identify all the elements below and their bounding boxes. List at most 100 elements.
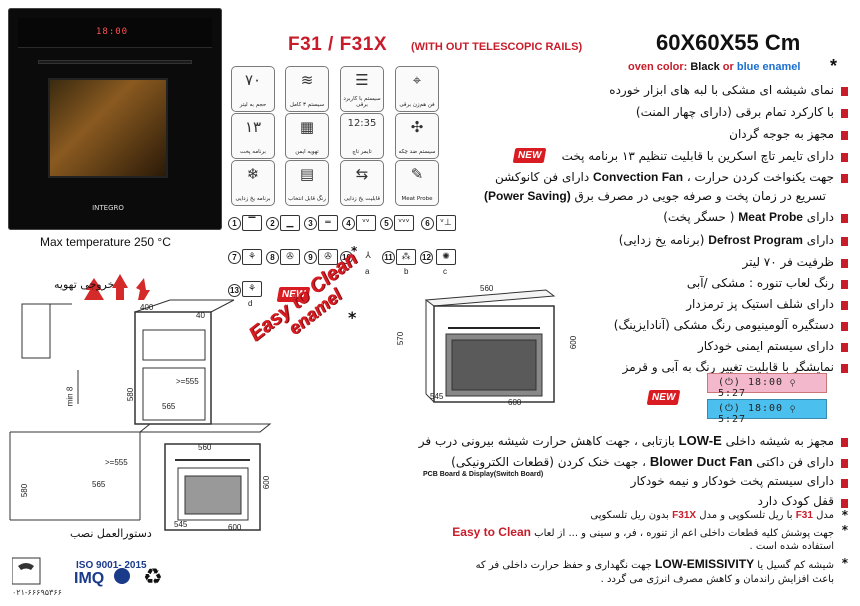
- feature-line: دارای شلف استیک پز ترمزدار: [686, 297, 834, 311]
- feature-line: مجهز به جوجه گردان: [729, 127, 834, 141]
- function-number: 10: [340, 251, 353, 264]
- ecozone-icon: ✣ سیستم ضد چکه: [395, 113, 439, 159]
- feature-line: دارای سیستم ایمنی خودکار: [698, 339, 834, 353]
- dim-label: 560: [480, 284, 494, 293]
- bullet-icon: [841, 87, 848, 96]
- bullet-icon: [841, 479, 848, 488]
- fan-icon: ⇆ قابلیت یخ زدایی: [340, 160, 384, 206]
- programs-glyph: ۱۳: [244, 118, 262, 136]
- bullet-icon: [841, 301, 848, 310]
- function-fan-grill-full-icon: ✺: [436, 249, 456, 265]
- function-sub-label: c: [443, 267, 447, 276]
- dim-label: 565: [162, 402, 176, 411]
- color-or: or: [722, 61, 734, 73]
- dim-label: 545: [174, 520, 188, 529]
- iso-label: ISO 9001- 2015: [76, 560, 147, 571]
- feature-text: ( حسگر پخت): [663, 210, 735, 224]
- feature-icon-label: برنامه یخ زدایی: [235, 196, 271, 202]
- note-line-1: مدل F31 با ریل تلسکوپی و مدل F31X بدون ر…: [590, 510, 834, 521]
- feature-text: دارای فن کانوکشن: [495, 170, 590, 184]
- exhaust-arrow-icon: [136, 278, 150, 300]
- bullet-icon: [841, 131, 848, 140]
- model-note: (WITH OUT TELESCOPIC RAILS): [411, 41, 583, 53]
- feature-icon-label: سیستم ضد چکه: [398, 149, 436, 155]
- feature-text: مجهز به شیشه داخلی: [725, 434, 834, 448]
- feature-text: جهت یکنواخت کردن حرارت ،: [686, 170, 834, 184]
- function-top-heat-icon: ▔: [242, 215, 262, 231]
- display-text: (⏻) 18:00 ⚲ 5:27: [718, 377, 797, 399]
- oven-display-readout: 18:00: [96, 27, 129, 37]
- function-number: 12: [420, 251, 433, 264]
- oven-dimension-diagram: [424, 289, 556, 403]
- function-fan-ring-icon: ✇: [318, 249, 338, 265]
- dim-label: 570: [396, 331, 406, 346]
- note-text: با ریل تلسکوپی و مدل: [699, 510, 793, 521]
- dim-label: 580: [20, 483, 30, 498]
- undercounter-diagram: [9, 423, 272, 531]
- feature-line: قفل کودک دارد: [757, 494, 834, 508]
- bullet-icon: [841, 343, 848, 352]
- oven-control-panel: 18:00: [18, 18, 212, 48]
- new-badge: NEW: [646, 390, 681, 405]
- oven-brand-logo: INTEGRO: [92, 204, 124, 212]
- feature-text: دارای فن داکتی: [756, 455, 834, 469]
- power-saving-text: (Power Saving): [484, 189, 571, 203]
- color-label: oven color:: [628, 61, 688, 73]
- feature-line: دستگیره آلومینیومی رنگ مشکی (آنادایزینگ): [613, 318, 834, 332]
- note-star: *: [841, 523, 848, 537]
- note-text: شیشه کم گسیل یا: [757, 560, 834, 571]
- note-text: بدون ریل تلسکوپی: [590, 510, 669, 521]
- lamp-icon: ☰ سیستم با کاربرد برقی: [340, 66, 384, 112]
- oven-grid-icon: ▤ رنگ قابل انتخاب: [285, 160, 329, 206]
- recycle-icon: [139, 561, 165, 589]
- timer-display-icon: 12:35 تایمر تاچ: [340, 113, 384, 159]
- dimensions-title: 60X60X55 Cm: [656, 30, 801, 55]
- note-line-3b: باعث افزایش راندمان و کاهش مصرف انرژی می…: [600, 574, 834, 585]
- function-number: 9: [304, 251, 317, 264]
- feature-icon-label: تایمر تاچ: [352, 149, 372, 155]
- low-e-text: LOW-E: [678, 433, 722, 448]
- dim-label: min 8: [65, 386, 75, 407]
- feature-line: با کارکرد تمام برقی (دارای چهار المنت): [635, 105, 834, 119]
- defrost-text: Defrost Program: [708, 233, 803, 247]
- function-grill-full-icon: ᵛᵛᵛ: [394, 215, 414, 231]
- blower-text: Blower Duct Fan: [649, 454, 753, 469]
- feature-text: بازتابی ، جهت کاهش حرارت شیشه بیرونی درب…: [418, 434, 675, 448]
- bullet-icon: [841, 280, 848, 289]
- function-number: 1: [228, 217, 241, 230]
- note-easy-clean: Easy to Clean: [452, 525, 531, 539]
- note-line-3: شیشه کم گسیل یا LOW-EMISSIVITY جهت نگهدا…: [476, 557, 834, 571]
- note-model-f31: F31: [795, 510, 813, 521]
- phone-number: ۰۲۱-۶۶۶۹۵۳۶۶: [12, 588, 62, 597]
- feature-line-low-e: مجهز به شیشه داخلی LOW-E بازتابی ، جهت ک…: [419, 433, 834, 448]
- dim-label: 560: [198, 443, 212, 452]
- meat-probe-icon: ✎ Meat Probe: [395, 160, 439, 206]
- bullet-icon: [841, 459, 848, 468]
- convection-fan-text: Convection Fan: [593, 170, 684, 184]
- ce-mark-icon: [114, 568, 130, 584]
- oven-door-window: [48, 78, 168, 178]
- feature-icon-label: تهویه ایمن: [295, 149, 319, 155]
- feature-icon-label: قابلیت یخ زدایی: [343, 196, 381, 202]
- note-text: جهت نگهداری و حفظ حرارت داخلی فر که: [475, 560, 652, 571]
- oven-color-line: oven color: Black or blue enamel: [628, 61, 800, 73]
- function-sub-label: b: [404, 267, 409, 276]
- model-title: F31 / F31X: [288, 34, 387, 55]
- snowflake-icon: ❄ برنامه یخ زدایی: [231, 160, 275, 206]
- dim-label: 40: [196, 311, 205, 320]
- function-rotisserie-icon: ᵛ⊥: [436, 215, 456, 231]
- bullet-icon: [841, 322, 848, 331]
- stopwatch-icon: ⌖ فن هم‌زن برقی: [395, 66, 439, 112]
- feature-icon-label: سیستم ۳ کامل: [289, 102, 325, 108]
- function-number: 8: [266, 251, 279, 264]
- feature-line: دارای سیستم پخت خودکار و نیمه خودکار: [630, 474, 834, 488]
- note-text: مدل: [816, 510, 834, 521]
- meat-probe-text: Meat Probe: [738, 210, 803, 224]
- display-blue-preview: (⏻) 18:00 ⚲ 5:27: [707, 399, 827, 425]
- function-number: 5: [380, 217, 393, 230]
- function-star: *: [351, 244, 358, 258]
- max-temperature-label: Max temperature 250 °C: [40, 235, 171, 249]
- color-blue: blue enamel: [736, 61, 801, 73]
- note-star: *: [841, 508, 848, 522]
- feature-line-meat-probe: دارای Meat Probe ( حسگر پخت): [663, 210, 834, 224]
